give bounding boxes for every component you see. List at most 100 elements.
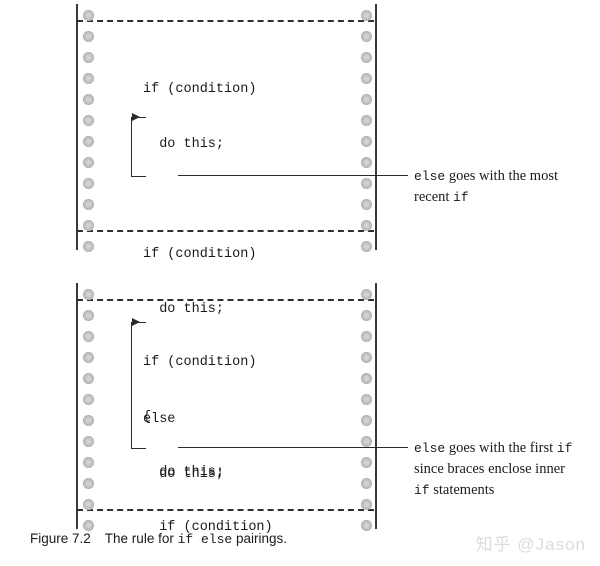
perforation-hole <box>361 94 372 105</box>
perforation-hole <box>361 199 372 210</box>
code-line: if (condition) <box>143 82 257 97</box>
perforation-hole <box>361 178 372 189</box>
perforation-hole <box>83 373 94 384</box>
perforation-hole <box>361 289 372 300</box>
perforation-hole <box>83 394 94 405</box>
perforation-hole <box>83 499 94 510</box>
perforation-hole <box>83 415 94 426</box>
perforation-hole <box>361 115 372 126</box>
annotation-2-code-if-1: if <box>556 441 573 456</box>
perforation-hole <box>83 73 94 84</box>
code-listing-panel-1: if (condition) do this; if (condition) d… <box>76 4 377 482</box>
annotation-1: else goes with the most recent if <box>414 166 594 208</box>
code-line: do this; <box>143 467 225 482</box>
perforation-hole <box>361 157 372 168</box>
perforation-hole <box>361 331 372 342</box>
paper-right-edge-2 <box>375 283 377 529</box>
perforation-tear-line-bottom-2 <box>77 509 374 511</box>
annotation-2-code-if-2: if <box>414 483 430 498</box>
annotation-2-line2-text: since braces enclose inner <box>414 461 565 477</box>
perforation-tear-line-top-1 <box>77 20 374 22</box>
code-line: else <box>143 412 176 427</box>
perforation-hole <box>361 31 372 42</box>
code-line: do this; <box>143 465 225 480</box>
perforation-hole <box>83 478 94 489</box>
perforation-hole <box>361 136 372 147</box>
code-line: do this; <box>143 302 225 317</box>
annotation-1-code-if: if <box>453 190 469 205</box>
paper-left-edge-2 <box>76 283 78 529</box>
perforation-hole <box>83 457 94 468</box>
perforation-hole <box>361 478 372 489</box>
perforation-hole <box>83 115 94 126</box>
annotation-1-line1-text: goes with the most <box>445 168 558 184</box>
code-line: if (condition) <box>143 247 257 262</box>
perforation-tear-line-top-2 <box>77 299 374 301</box>
figure-caption-text-1: The rule for <box>104 531 178 546</box>
figure-caption-text-2: pairings. <box>232 531 287 546</box>
perforation-hole <box>361 73 372 84</box>
paper-right-edge-1 <box>375 4 377 250</box>
perforation-hole <box>361 499 372 510</box>
perforation-hole <box>361 520 372 531</box>
else-if-pairing-bracket-2 <box>131 322 146 449</box>
perforation-hole <box>83 136 94 147</box>
perforation-hole <box>83 94 94 105</box>
perforation-hole <box>361 10 372 21</box>
perforation-hole <box>361 457 372 468</box>
code-line: do this; <box>143 137 225 152</box>
perforation-hole <box>83 199 94 210</box>
figure-caption-code-if: if <box>177 532 194 547</box>
perforation-column-left-2 <box>83 283 95 531</box>
figure-caption: Figure 7.2 The rule for if else pairings. <box>30 531 287 547</box>
perforation-hole <box>83 10 94 21</box>
code-line-blank <box>143 187 256 212</box>
annotation-leader-line-2 <box>178 447 408 448</box>
annotation-2-code-else: else <box>414 441 446 456</box>
annotation-2-line3-text: statements <box>429 482 495 498</box>
perforation-hole <box>361 415 372 426</box>
perforation-column-left-1 <box>83 4 95 252</box>
perforation-hole <box>361 310 372 321</box>
perforation-hole <box>361 394 372 405</box>
perforation-hole <box>83 52 94 63</box>
annotation-1-line2-text: recent <box>414 189 454 205</box>
perforation-hole <box>361 352 372 363</box>
else-if-pairing-bracket-1 <box>131 117 146 177</box>
annotation-1-code-else: else <box>414 169 446 184</box>
perforation-hole <box>83 220 94 231</box>
perforation-hole <box>83 289 94 300</box>
perforation-hole <box>83 310 94 321</box>
perforation-tear-line-bottom-1 <box>77 230 374 232</box>
annotation-2: else goes with the first if since braces… <box>414 438 600 501</box>
bracket-arrowhead-icon-2 <box>132 317 140 326</box>
bracket-arrowhead-icon-1 <box>132 112 140 121</box>
perforation-hole <box>83 352 94 363</box>
code-block-2: if (condition) { do this; if (condition)… <box>143 320 273 566</box>
perforation-hole <box>83 241 94 252</box>
figure-caption-label: Figure 7.2 <box>30 531 91 546</box>
perforation-hole <box>361 373 372 384</box>
perforation-hole <box>83 157 94 168</box>
perforation-hole <box>361 241 372 252</box>
watermark: 知乎 @Jason <box>475 535 586 554</box>
perforation-hole <box>361 52 372 63</box>
code-block-1: if (condition) do this; if (condition) d… <box>143 47 256 517</box>
perforation-hole <box>83 178 94 189</box>
perforation-column-right-1 <box>361 4 373 252</box>
code-listing-panel-2: if (condition) { do this; if (condition)… <box>76 283 377 535</box>
perforation-hole <box>83 331 94 342</box>
perforation-hole <box>83 520 94 531</box>
perforation-hole <box>361 220 372 231</box>
code-line: if (condition) <box>143 355 257 370</box>
perforation-column-right-2 <box>361 283 373 531</box>
annotation-2-line1-text: goes with the first <box>445 440 557 456</box>
perforation-hole <box>361 436 372 447</box>
paper-left-edge-1 <box>76 4 78 250</box>
perforation-hole <box>83 31 94 42</box>
figure-caption-code-else: else <box>201 532 233 547</box>
code-line: { <box>143 410 152 425</box>
annotation-leader-line-1 <box>178 175 408 176</box>
code-line: if (condition) <box>143 520 273 535</box>
